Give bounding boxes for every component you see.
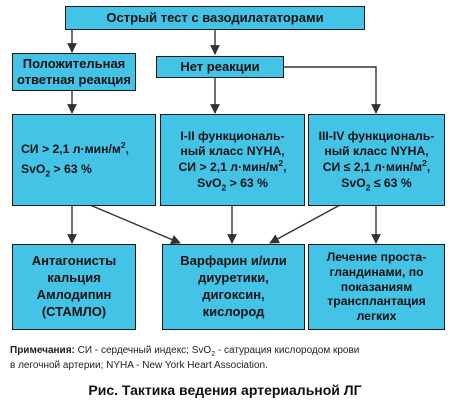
outcome-prostaglandins: Лечение проста- гландинами, по показания… <box>308 244 445 330</box>
outcome-calcium-antagonists: Антагонисты кальция Амлодипин (СТАМЛО) <box>12 244 136 330</box>
out-mid-line2: диуретики, <box>198 270 269 286</box>
out-mid-line1: Варфарин и/или <box>180 253 287 269</box>
no-reaction-text: Нет реакции <box>180 58 260 74</box>
arrow-right-to-out-mid <box>269 204 341 244</box>
footnote-line2: в легочной артерии; NYHA - New York Hear… <box>10 360 268 371</box>
out-right-line4: трансплантация <box>327 294 426 309</box>
out-right-line2: гландинами, по <box>329 264 424 279</box>
criteria-mid-line2: ный класс NYHA, <box>180 144 285 159</box>
criteria-box-class-3-4: III-IV функциональ- ный класс NYHA, СИ ≤… <box>308 114 445 206</box>
out-left-line2: кальция <box>47 270 101 286</box>
criteria-box-class-1-2: I-II функциональ- ный класс NYHA, СИ > 2… <box>160 114 305 206</box>
figure-caption: Рис. Тактика ведения артериальной ЛГ <box>88 382 362 398</box>
no-reaction-box: Нет реакции <box>156 56 284 78</box>
out-mid-line3: дигоксин, <box>202 287 265 302</box>
title-box: Острый тест с вазодилататорами <box>65 6 365 30</box>
title-box-text: Острый тест с вазодилататорами <box>106 9 324 25</box>
positive-response-box: Положительная ответная реакция <box>12 53 136 91</box>
criteria-right-line1: III-IV функциональ- <box>318 128 435 143</box>
criteria-right-line3: СИ ≤ 2,1 л·мин/м2, <box>322 157 431 174</box>
criteria-mid-line3: СИ > 2,1 л·мин/м2, <box>178 157 287 174</box>
out-left-line1: Антагонисты <box>31 253 117 269</box>
out-left-line3: Амлодипин <box>36 287 112 302</box>
arrow-left-to-out-mid <box>89 204 181 245</box>
out-right-line5: легких <box>356 309 397 324</box>
footnote-label: Примечания: <box>10 345 75 356</box>
criteria-mid-line4: SvO2 > 63 % <box>197 175 268 193</box>
out-mid-line4: кислород <box>202 303 265 319</box>
criteria-box-positive: СИ > 2,1 л·мин/м2, SvO2 > 63 % <box>12 114 156 206</box>
arrow-noreaction-to-right <box>283 66 381 114</box>
positive-line2: ответная реакция <box>17 72 131 87</box>
criteria-left-line1: СИ > 2,1 л·мин/м2, <box>21 140 129 157</box>
out-right-line3: показаниям <box>340 279 413 294</box>
out-right-line1: Лечение проста- <box>326 249 427 264</box>
footnote: Примечания: СИ - сердечный индекс; SvO2 … <box>10 343 446 373</box>
outcome-warfarin: Варфарин и/или диуретики, дигоксин, кисл… <box>162 244 305 330</box>
positive-line1: Положительная <box>22 56 126 72</box>
footnote-line1: Примечания: СИ - сердечный индекс; SvO2 … <box>10 345 360 358</box>
criteria-mid-line1: I-II функциональ- <box>180 128 285 143</box>
criteria-right-line4: SvO2 ≤ 63 % <box>341 175 412 193</box>
out-left-line4: (СТАМЛО) <box>41 303 107 319</box>
criteria-left-line2: SvO2 > 63 % <box>21 162 92 179</box>
criteria-right-line2: ный класс NYHA, <box>324 144 429 159</box>
